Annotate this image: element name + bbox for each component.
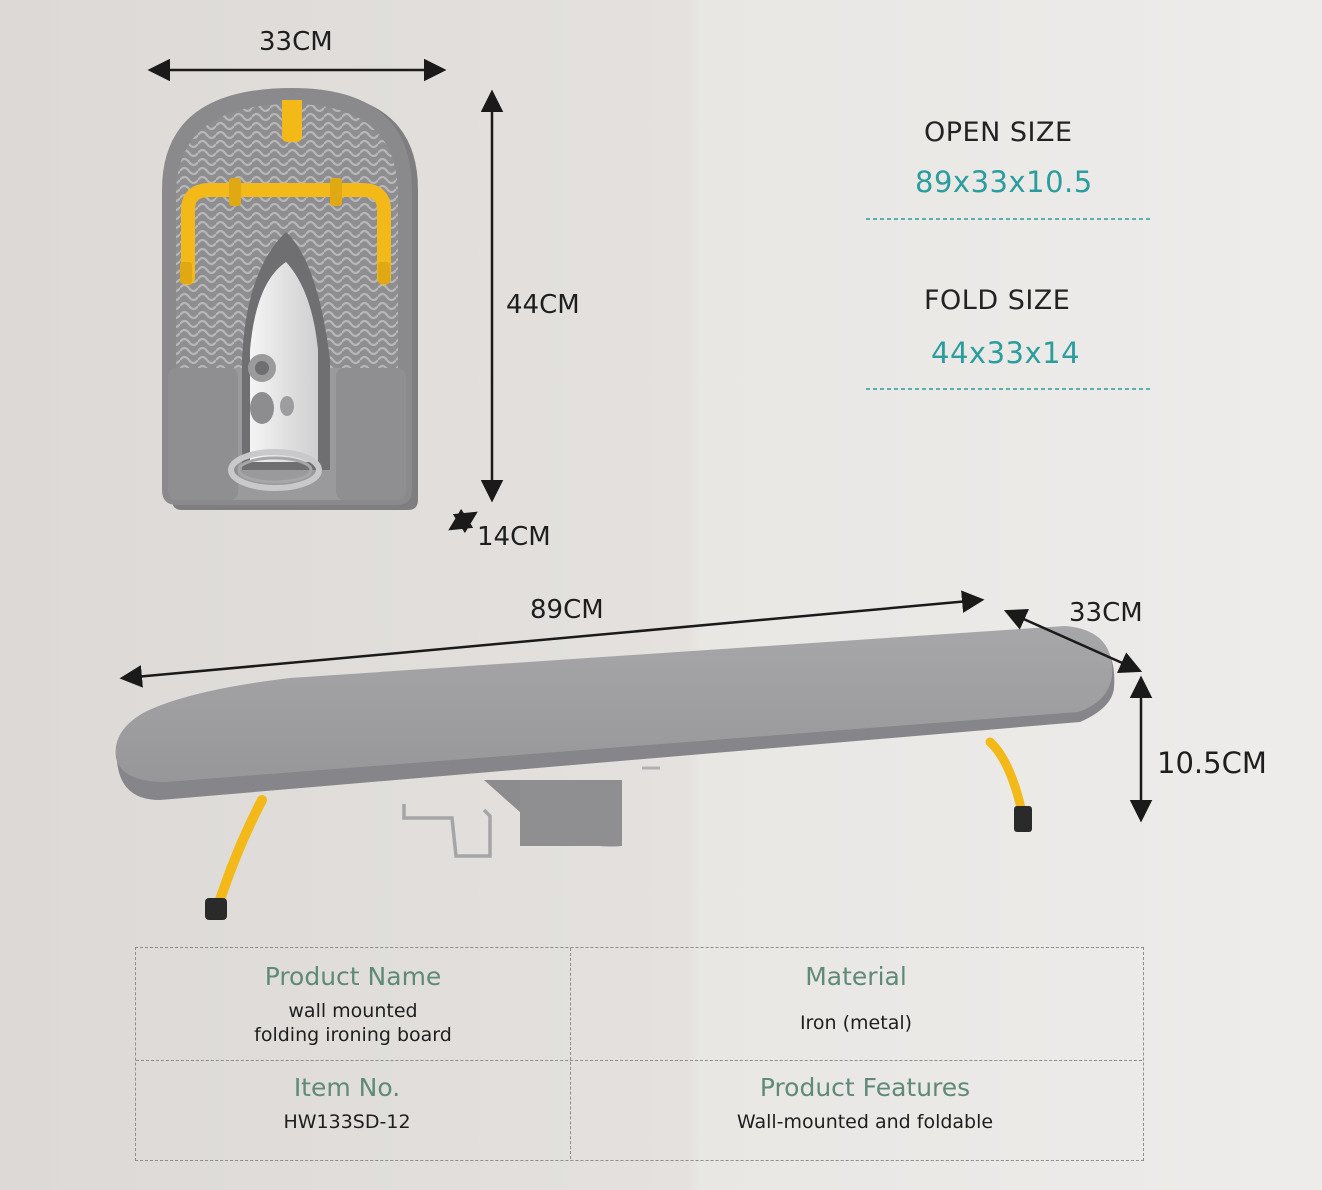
fold-height-label: 44CM: [506, 290, 580, 320]
open-size-title: OPEN SIZE: [924, 117, 1073, 148]
item-no-header: Item No.: [293, 1073, 401, 1102]
open-size-value: 89x33x10.5: [915, 165, 1093, 199]
item-no-cell: Item No. HW133SD-12: [136, 1073, 558, 1134]
table-divider-vertical: [570, 948, 571, 1159]
item-no-value: HW133SD-12: [283, 1111, 411, 1133]
table-divider-horizontal: [136, 1060, 1142, 1061]
fold-size-value: 44x33x14: [931, 336, 1081, 370]
fold-width-label: 33CM: [259, 27, 333, 57]
product-name-header: Product Name: [264, 962, 442, 991]
features-value: Wall-mounted and foldable: [736, 1111, 994, 1133]
fold-size-title: FOLD SIZE: [924, 285, 1071, 316]
material-header: Material: [805, 962, 907, 991]
open-board: [115, 626, 1115, 920]
fold-depth-label: 14CM: [477, 522, 551, 552]
material-value: Iron (metal): [799, 1012, 913, 1034]
product-name-cell: Product Name wall mounted folding ironin…: [136, 962, 570, 1047]
features-cell: Product Features Wall-mounted and foldab…: [570, 1073, 1160, 1134]
material-cell: Material Iron (metal): [570, 962, 1142, 1035]
product-info-table: Product Name wall mounted folding ironin…: [135, 947, 1144, 1161]
open-length-label: 89CM: [530, 595, 604, 625]
product-name-line1: wall mounted: [288, 1000, 418, 1022]
open-length-arrow: [119, 590, 985, 688]
open-width-label: 33CM: [1069, 598, 1143, 628]
fold-depth-arrow: [448, 508, 478, 534]
open-width-arrow: [1003, 609, 1143, 673]
open-height-label: 10.5CM: [1157, 746, 1267, 780]
features-header: Product Features: [759, 1073, 971, 1102]
product-name-line2: folding ironing board: [254, 1024, 452, 1046]
folded-board: [162, 88, 418, 510]
